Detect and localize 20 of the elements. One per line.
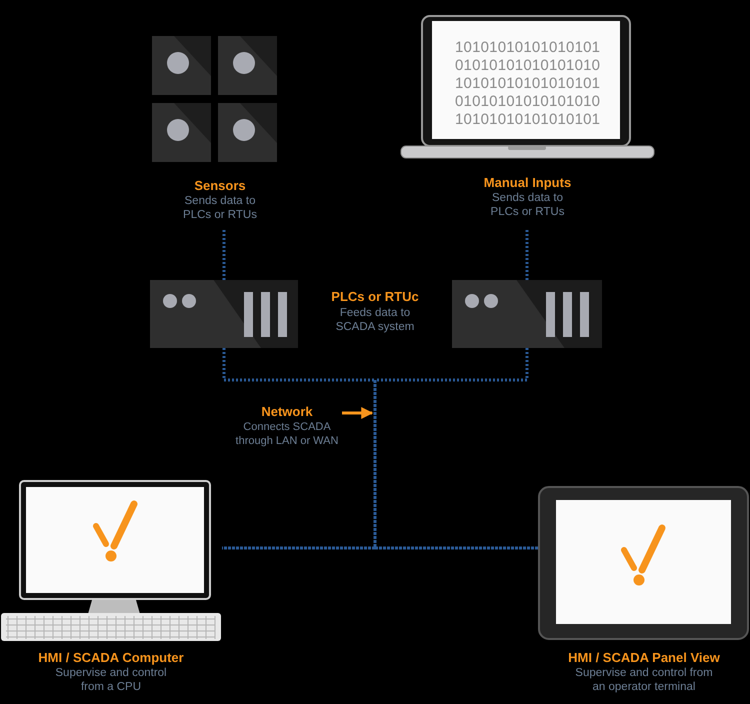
heading: HMI / SCADA Panel View — [567, 650, 721, 666]
description: Sends data to PLCs or RTUs — [490, 191, 566, 219]
description: Supervise and control from a CPU — [54, 666, 168, 694]
heading: Sensors — [193, 178, 247, 194]
heading: HMI / SCADA Computer — [37, 650, 185, 666]
binary-text: 10101010101010101 — [455, 111, 600, 129]
network-line — [222, 230, 226, 280]
binary-text: 01010101010101010 — [455, 57, 600, 75]
description: Feeds data to SCADA system — [334, 306, 416, 334]
heading: Manual Inputs — [482, 175, 572, 191]
description: Sends data to PLCs or RTUs — [182, 194, 258, 222]
description: Supervise and control from an operator terminal — [574, 666, 714, 694]
binary-text: 10101010101010101 — [455, 39, 600, 57]
description: Connects SCADA through LAN or WAN — [234, 420, 340, 448]
heading: PLCs or RTUc — [330, 289, 420, 305]
arrow — [342, 407, 374, 419]
binary-text: 01010101010101010 — [455, 93, 600, 111]
binary-text: 10101010101010101 — [455, 75, 600, 93]
heading: Network — [260, 404, 314, 420]
network-line — [526, 230, 528, 280]
